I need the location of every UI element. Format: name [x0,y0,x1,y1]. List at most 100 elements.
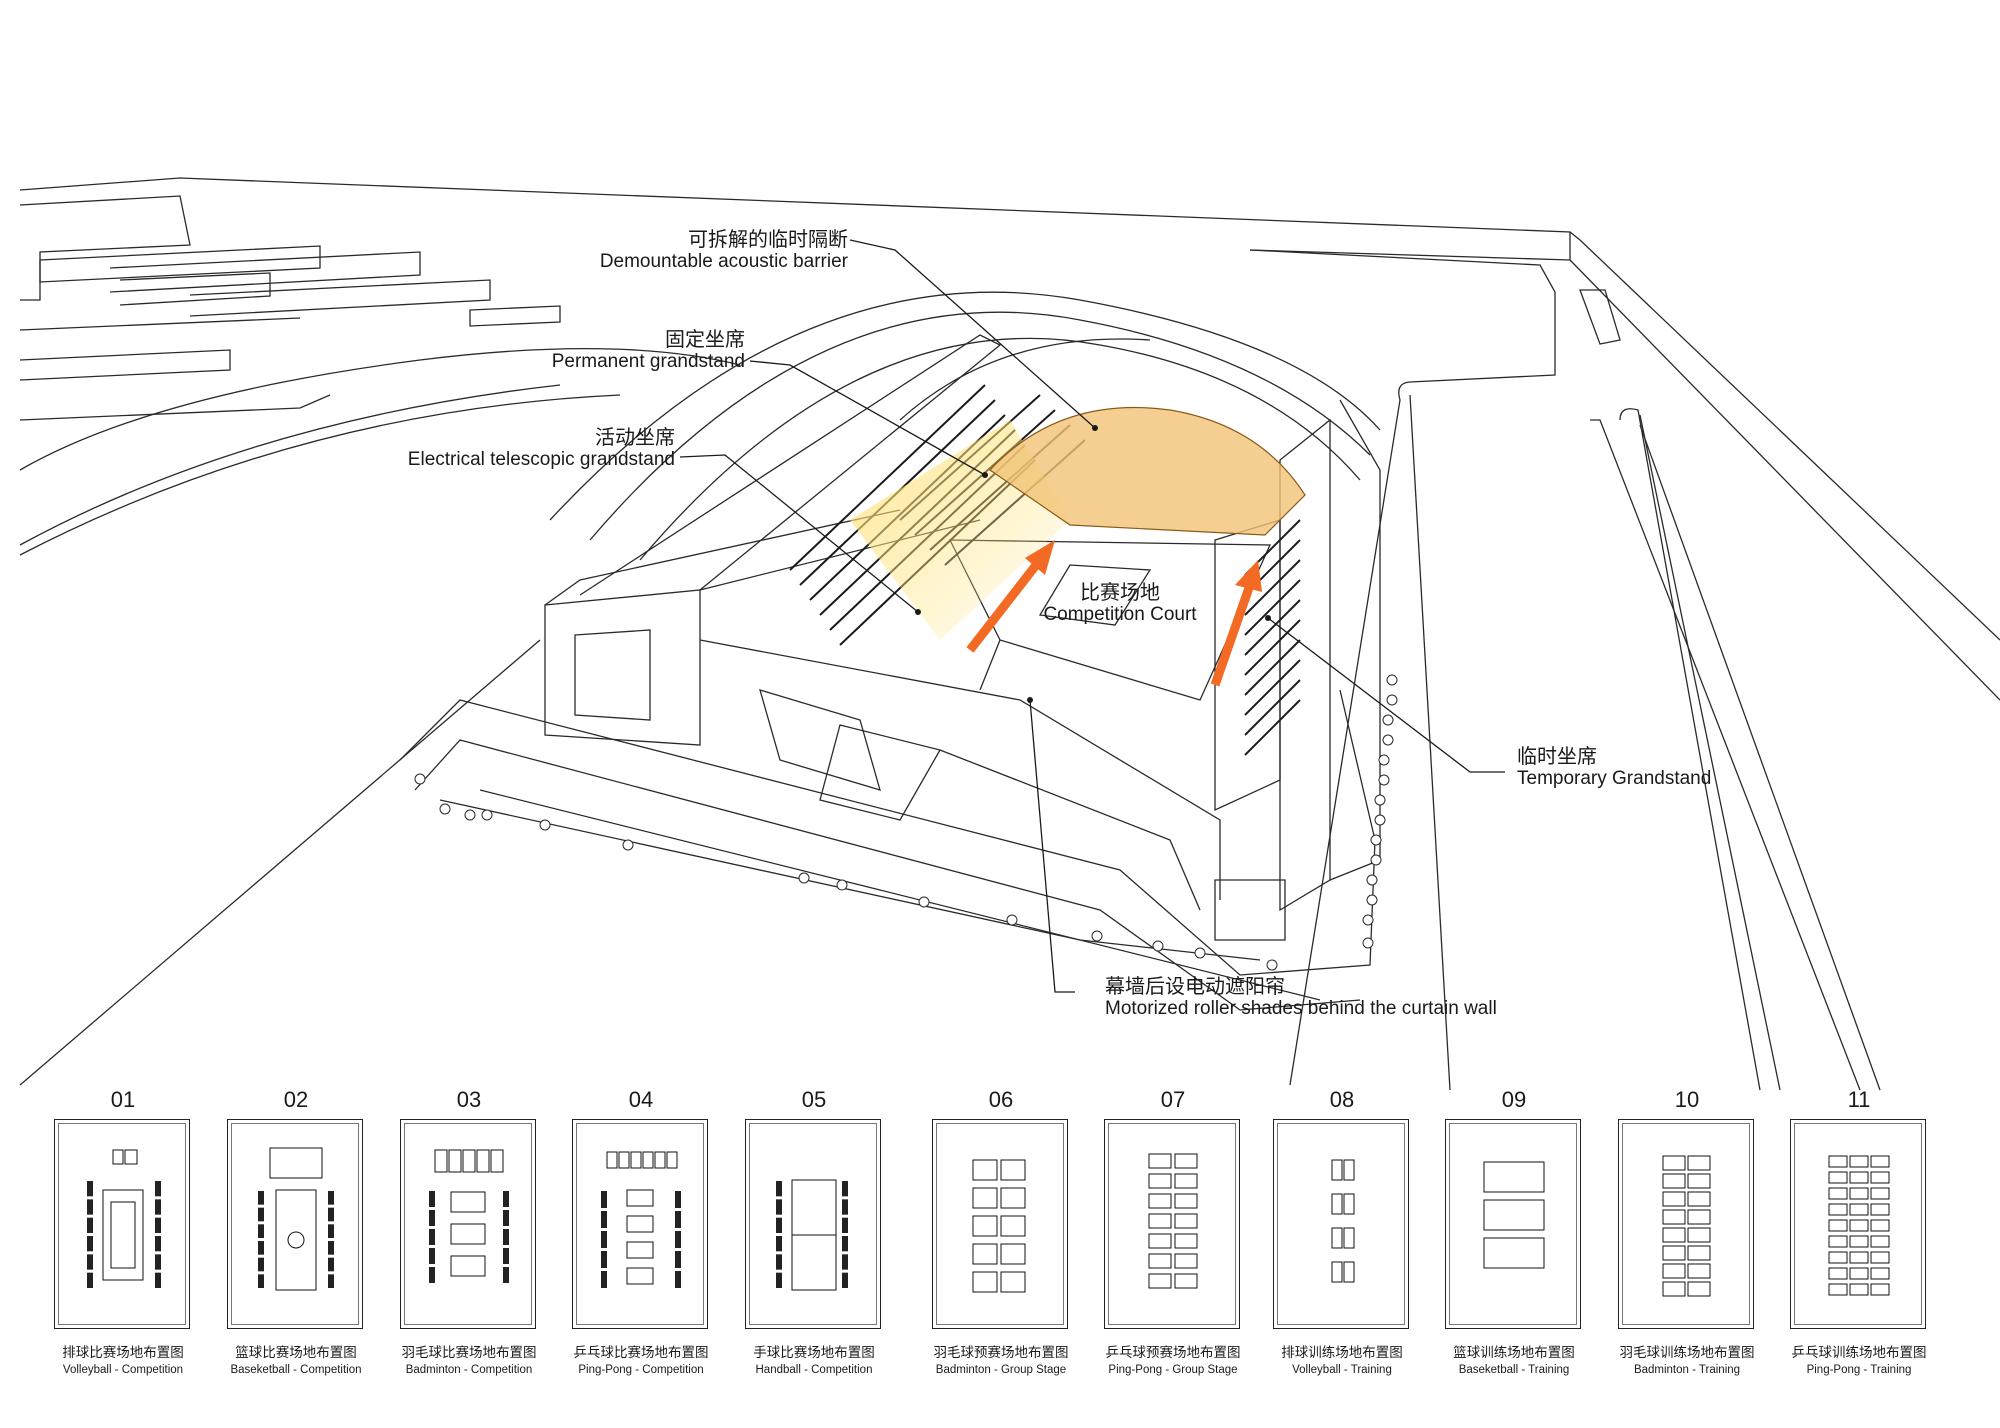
panel-caption-en: Baseketball - Competition [230,1364,362,1376]
pingpong-table [1174,1213,1198,1229]
panel-caption-zh: 排球训练场地布置图 [1281,1345,1403,1361]
pingpong-table [1849,1187,1869,1200]
badminton-court [1687,1191,1711,1207]
annotation-zh: 活动坐席 [595,425,675,449]
panel-layout-drawing [1662,1155,1711,1297]
seat-block [601,1191,607,1208]
panel-layout-drawing [1331,1159,1355,1283]
seat-block [87,1181,93,1197]
badminton-court [1000,1271,1026,1293]
annotation-en: Motorized roller shades behind the curta… [1105,998,1497,1019]
panel-caption-en: Badminton - Training [1633,1364,1741,1376]
badminton-court [1662,1263,1686,1279]
badminton-court [462,1149,476,1173]
pingpong-table [1828,1267,1848,1280]
badminton-court [1687,1155,1711,1171]
annotation-en: Demountable acoustic barrier [599,251,848,272]
pingpong-table [1174,1233,1198,1249]
seat-block [776,1236,782,1252]
pingpong-table [606,1151,618,1169]
annotation-en: Temporary Grandstand [1517,768,1712,789]
seat-block [429,1248,435,1264]
seat-block [429,1267,435,1283]
panel-caption-zh: 羽毛球训练场地布置图 [1619,1345,1755,1361]
badminton-court [1662,1209,1686,1225]
pingpong-table [1870,1187,1890,1200]
pingpong-table [1870,1203,1890,1216]
panel-number: 04 [628,1087,654,1112]
seat-block [87,1236,93,1252]
panel-layout-drawing [1483,1161,1545,1269]
court-outline [948,539,1271,701]
badminton-court [1662,1245,1686,1261]
panel-drawing [227,1119,363,1329]
pingpong-table [666,1151,678,1169]
pingpong-table [1870,1251,1890,1264]
seat-block [87,1272,93,1288]
pingpong-table [1870,1171,1890,1184]
seat-block [842,1181,848,1197]
seat-block [328,1207,334,1222]
badminton-court [1687,1173,1711,1189]
pingpong-table [1148,1173,1172,1189]
roof-ribs [549,291,1381,521]
panel-caption-en: Badminton - Competition [405,1364,533,1376]
panel-03: 03 羽毛球比赛场地布置图 Badminton - Competition [400,1085,538,1376]
pingpong-table [1870,1267,1890,1280]
panel-number: 02 [283,1087,309,1112]
panel-06: 06 羽毛球预赛场地布置图 Badminton - Group Stage [932,1085,1070,1376]
seat-block [675,1251,681,1268]
panel-layout-drawing [258,1147,334,1291]
basketball-court [1483,1199,1545,1231]
court-mark [112,1149,124,1165]
badminton-court [1000,1187,1026,1209]
pingpong-table [1828,1155,1848,1168]
volleyball-court [1343,1193,1355,1215]
seat-block [87,1254,93,1270]
pingpong-table [1870,1219,1890,1232]
panel-number: 11 [1847,1087,1871,1112]
panel-caption-zh: 羽毛球比赛场地布置图 [401,1345,537,1361]
annotation-en: Competition Court [1043,604,1197,625]
seat-block [601,1211,607,1228]
badminton-court [1000,1215,1026,1237]
panel-layout-drawing [1828,1155,1890,1296]
badminton-court [450,1255,486,1277]
pingpong-table [1870,1155,1890,1168]
seat-block [258,1224,264,1238]
pingpong-table [626,1189,654,1207]
pingpong-table [642,1151,654,1169]
west-block [544,589,701,746]
annotation-zh: 固定坐席 [665,327,745,351]
building-base [399,689,1376,976]
panel-layout-drawing [87,1149,161,1288]
pingpong-table [626,1215,654,1233]
volleyball-court [1331,1159,1343,1181]
pingpong-table [1828,1235,1848,1248]
pingpong-table [1849,1155,1869,1168]
pingpong-table [1849,1203,1869,1216]
seat-block [842,1217,848,1233]
seat-block [155,1181,161,1197]
panel-number: 06 [988,1087,1014,1112]
pingpong-table [1148,1153,1172,1169]
seat-block [328,1224,334,1238]
panel-number: 03 [456,1087,482,1112]
seat-block [328,1191,334,1205]
pingpong-table [1849,1283,1869,1296]
pingpong-table [1174,1153,1198,1169]
seat-block [776,1181,782,1197]
badminton-court [1662,1281,1686,1297]
panel-caption-en: Handball - Competition [755,1364,873,1376]
badminton-court [1687,1281,1711,1297]
seat-block [776,1272,782,1288]
badminton-court [434,1149,448,1173]
seat-block [155,1254,161,1270]
panel-caption-zh: 篮球比赛场地布置图 [235,1345,357,1361]
volleyball-court-inner [110,1201,136,1269]
badminton-court [450,1223,486,1245]
seat-block [842,1236,848,1252]
pingpong-table [626,1241,654,1259]
panel-number: 08 [1329,1087,1355,1112]
seat-block [601,1231,607,1248]
